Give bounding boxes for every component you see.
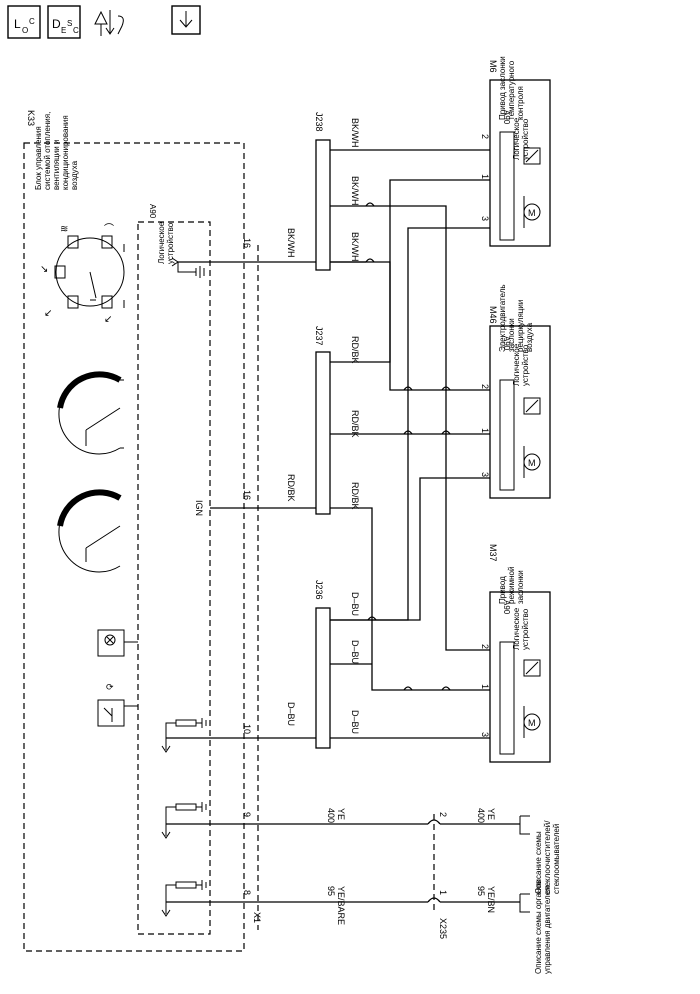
wire-bkwh-m37-pin2 [330, 205, 490, 651]
svg-text:BK/WH: BK/WH [350, 118, 360, 148]
svg-text:2: 2 [480, 644, 490, 649]
floor-icon: ↙ [44, 308, 52, 319]
ign-signal-label: IGN [194, 500, 204, 516]
pin-9: 9 [242, 812, 252, 817]
connector-tools-icon[interactable] [94, 10, 124, 36]
svg-text:A90: A90 [502, 110, 511, 125]
svg-text:D–BU: D–BU [286, 702, 296, 726]
splice-j237 [315, 351, 331, 515]
svg-text:RD/BK: RD/BK [350, 482, 360, 510]
svg-text:M46: M46 [488, 306, 498, 324]
svg-text:BK/WH: BK/WH [350, 176, 360, 206]
svg-text:95: 95 [326, 886, 336, 896]
svg-text:M: M [528, 458, 536, 468]
wire-bkwh-m46-pin2 [330, 261, 490, 391]
recirculation-switch-symbol: ⟳ [97, 682, 138, 727]
svg-text:2: 2 [480, 134, 490, 139]
svg-text:2: 2 [480, 384, 490, 389]
svg-text:2: 2 [438, 812, 448, 817]
pin-16-temp: 16 [242, 238, 252, 248]
svg-text:RD/BK: RD/BK [286, 474, 296, 502]
pin-16-ign: 16 [242, 490, 252, 500]
svg-text:3: 3 [480, 472, 490, 477]
vent-icon: ↘ [40, 264, 48, 275]
ref-bracket-washer [519, 815, 530, 835]
hvac-module-boundary [23, 142, 245, 952]
svg-text:A90: A90 [502, 336, 511, 351]
svg-text:D–BU: D–BU [350, 710, 360, 734]
svg-text:YE/BN: YE/BN [486, 886, 496, 913]
download-arrow-icon[interactable] [171, 5, 201, 35]
svg-text:M: M [528, 718, 536, 728]
svg-text:95: 95 [476, 886, 486, 896]
svg-text:1: 1 [480, 174, 490, 179]
wire-rdbk-m37-pin1 [330, 507, 490, 691]
logic-device-name: Логическое устройство [157, 222, 175, 264]
wire-dbu-m46-pin3 [330, 477, 490, 621]
svg-text:YE/BARE: YE/BARE [336, 886, 346, 925]
svg-text:D: D [52, 17, 61, 31]
wire-rdbk-m6-pin1 [330, 179, 490, 363]
hvac-module-name: Блок управления системой отопления, вент… [34, 112, 79, 190]
connector-x1-label: X1 [252, 912, 262, 923]
svg-text:M: M [528, 208, 536, 218]
splice-j236 [315, 607, 331, 749]
description-icon[interactable]: D E S C [47, 5, 81, 39]
svg-text:C: C [29, 17, 35, 26]
logic-device-boundary [137, 221, 211, 935]
actuator-m46: M M46 Электродвигатель заслонки рециркул… [480, 284, 551, 499]
svg-text:D–BU: D–BU [350, 640, 360, 664]
actuator-m37: M M37 Привод режимной заслонки A90 Логич… [480, 544, 551, 763]
svg-text:1: 1 [480, 684, 490, 689]
feet-icon: ↙ [104, 314, 112, 325]
svg-text:BK/WH: BK/WH [286, 228, 296, 258]
wire-crossings [365, 202, 451, 691]
ref-engine-text: Описание схемы органов управления двигат… [534, 880, 552, 974]
svg-text:O: O [22, 26, 28, 35]
svg-text:J237: J237 [314, 326, 324, 346]
svg-text:BK/WH: BK/WH [350, 232, 360, 262]
windshield-icon: ⌒ [104, 223, 114, 235]
temperature-dial-symbol [57, 371, 124, 455]
svg-text:400: 400 [326, 808, 336, 823]
recirculation-icon: ⟳ [106, 682, 114, 692]
driver-10 [161, 718, 258, 753]
svg-text:L: L [14, 17, 21, 31]
svg-text:RD/BK: RD/BK [350, 410, 360, 438]
svg-text:X235: X235 [438, 918, 448, 939]
pin-10: 10 [242, 724, 252, 734]
logic-device-id: A90 [148, 204, 157, 219]
svg-text:YE: YE [486, 808, 496, 820]
ref-bracket-engine [519, 893, 530, 913]
indicator-lamp-symbol [97, 629, 138, 657]
svg-text:A90: A90 [502, 600, 511, 615]
pin-8: 8 [242, 890, 252, 895]
svg-text:J236: J236 [314, 580, 324, 600]
svg-text:3: 3 [480, 732, 490, 737]
location-icon[interactable]: L O C [7, 5, 41, 39]
driver-9 [161, 802, 258, 839]
svg-text:YE: YE [336, 808, 346, 820]
svg-text:E: E [61, 26, 66, 35]
driver-8 [161, 880, 258, 917]
mode-dial-symbol [57, 489, 122, 573]
svg-text:C: C [73, 26, 79, 35]
svg-text:M37: M37 [488, 544, 498, 562]
splice-j238 [315, 139, 331, 271]
defrost-icon: ≋ [60, 224, 68, 235]
svg-text:D–BU: D–BU [350, 592, 360, 616]
hvac-module-id: K33 [26, 110, 36, 126]
svg-text:RD/BK: RD/BK [350, 336, 360, 364]
actuator-m6: M M6 Привод заслонки температурного конт… [480, 56, 551, 247]
svg-text:M6: M6 [488, 60, 498, 73]
svg-text:3: 3 [480, 216, 490, 221]
blower-selector-symbol: ≋ ⌒ ↘ ↙ ↙ [40, 223, 125, 325]
driver-16a [171, 257, 258, 278]
svg-text:1: 1 [438, 890, 448, 895]
svg-text:S: S [67, 19, 72, 28]
svg-text:J238: J238 [314, 112, 324, 132]
svg-text:400: 400 [476, 808, 486, 823]
svg-text:1: 1 [480, 428, 490, 433]
